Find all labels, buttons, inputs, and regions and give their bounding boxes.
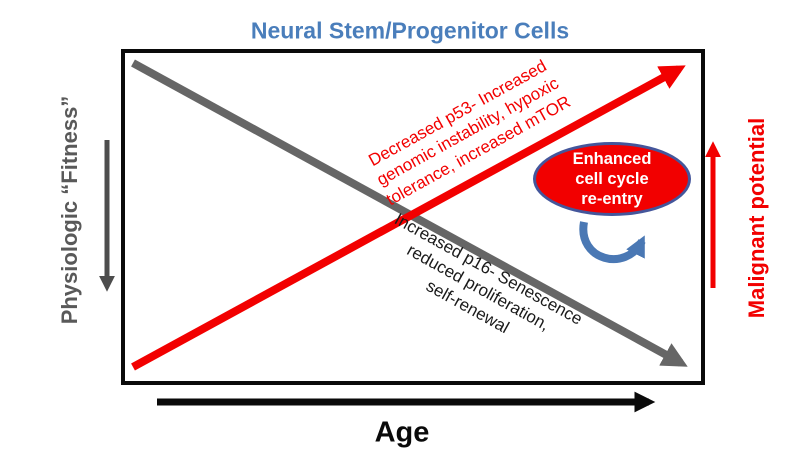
right-axis-label: Malignant potential	[744, 117, 770, 319]
plot-frame	[121, 49, 705, 385]
diagram-title: Neural Stem/Progenitor Cells	[250, 17, 570, 44]
callout-line: re-entry	[581, 190, 643, 209]
age-axis-label: Age	[374, 416, 430, 449]
callout-line: Enhanced	[572, 149, 652, 168]
callout-line: cell cycle	[575, 169, 649, 188]
left-axis-label: Physiologic “Fitness”	[57, 95, 83, 325]
cell-cycle-reentry-callout: Enhanced cell cycle re-entry	[533, 142, 691, 216]
